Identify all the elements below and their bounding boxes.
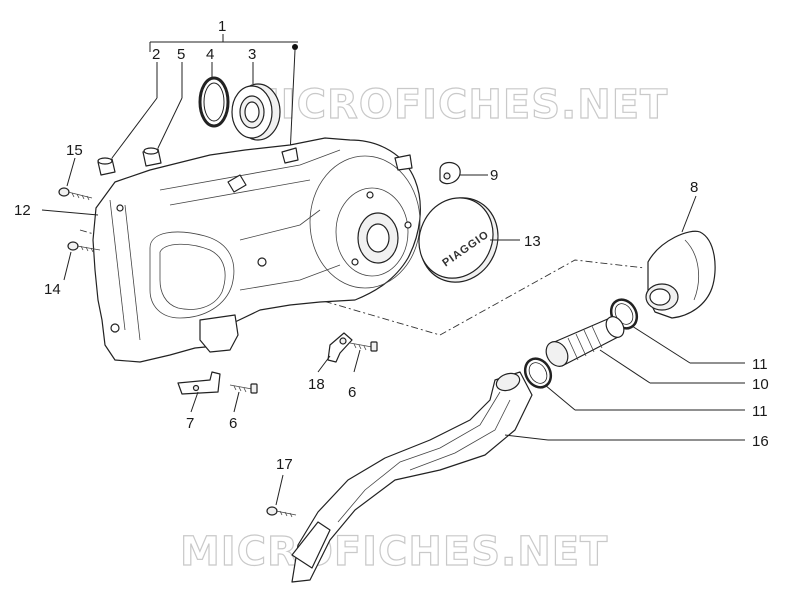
callout-1: 1 (218, 18, 226, 35)
callout-13: 13 (524, 233, 541, 250)
part-8-air-intake (645, 230, 716, 319)
part-18-bracket (327, 332, 353, 363)
callout-2: 2 (152, 46, 160, 63)
part-7-bracket (177, 371, 221, 395)
callout-15: 15 (66, 142, 83, 159)
callout-bracket-1 (149, 34, 298, 156)
callout-6-upper: 6 (348, 384, 356, 401)
part-9-cap (439, 161, 461, 185)
part-16-air-duct (291, 371, 533, 583)
watermark-top: MICROFICHES.NET (240, 82, 668, 128)
callout-12: 12 (14, 202, 31, 219)
part-17-screw (266, 506, 297, 518)
part-4-circlip (198, 76, 230, 128)
callout-6-lower: 6 (229, 415, 237, 432)
part-3-bearing (231, 83, 281, 141)
part-6-bolt-upper (349, 341, 378, 352)
callout-10: 10 (752, 376, 769, 393)
watermark-bottom: MICROFICHES.NET (180, 529, 608, 575)
part-6-bolt-lower (229, 383, 258, 394)
callout-9: 9 (490, 167, 498, 184)
callout-11-lower: 11 (752, 403, 768, 420)
part-2-dowel (97, 157, 116, 176)
callout-8: 8 (690, 179, 698, 196)
part-13-badge-cover: PIAGGIO (418, 197, 499, 283)
part-11-clamp-lower (523, 357, 553, 389)
callout-5: 5 (177, 46, 185, 63)
part-14-screw (67, 241, 101, 253)
callout-16: 16 (752, 433, 769, 450)
assembly-axis-line (79, 229, 646, 336)
callout-7: 7 (186, 415, 194, 432)
part-15-screw (58, 187, 93, 201)
callout-14: 14 (44, 281, 61, 298)
callout-17: 17 (276, 456, 293, 473)
callout-18: 18 (308, 376, 325, 393)
part-5-dowel (142, 147, 162, 167)
part-12-transmission-cover (92, 137, 421, 363)
callout-11-upper: 11 (752, 356, 768, 373)
callout-4: 4 (206, 46, 214, 63)
callout-3: 3 (248, 46, 256, 63)
part-10-bellows (545, 316, 625, 367)
